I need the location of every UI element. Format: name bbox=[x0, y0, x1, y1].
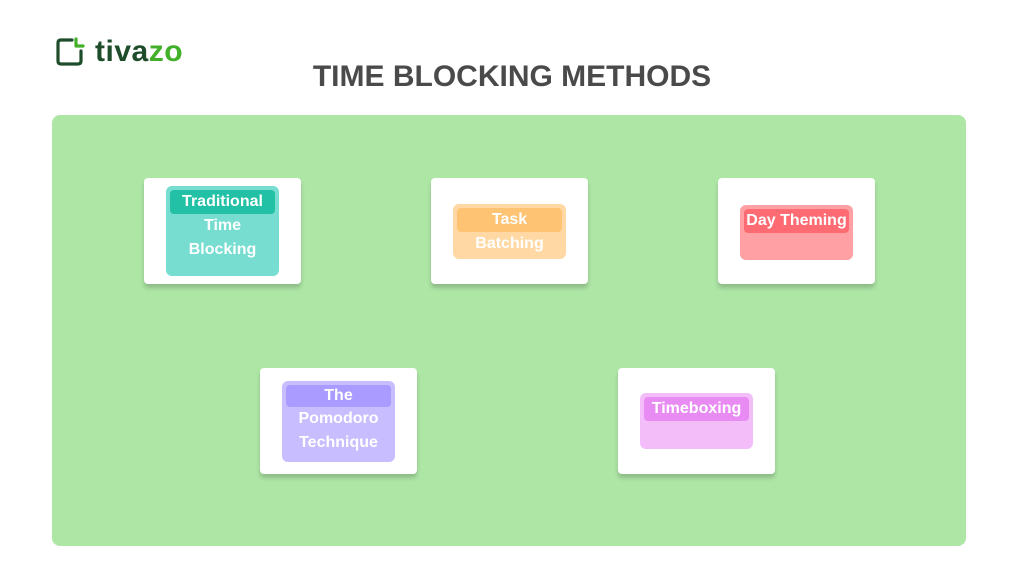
method-card-traditional-time-blocking: Traditional Time Blocking bbox=[144, 178, 301, 284]
method-chip: Task Batching bbox=[453, 204, 566, 259]
method-card-day-theming: Day Theming bbox=[718, 178, 875, 284]
logo: tivazo bbox=[55, 35, 183, 69]
method-chip: Timeboxing bbox=[640, 393, 753, 449]
method-chip: The Pomodoro Technique bbox=[282, 381, 395, 462]
method-chip: Day Theming bbox=[740, 205, 853, 260]
method-title: Day Theming bbox=[744, 209, 849, 233]
method-title: Timeboxing bbox=[644, 397, 749, 421]
method-title: Task bbox=[457, 208, 562, 232]
method-title: The bbox=[286, 385, 391, 407]
method-subtitle: Pomodoro Technique bbox=[298, 410, 379, 451]
page-title: TIME BLOCKING METHODS bbox=[312, 60, 712, 93]
method-subtitle: Batching bbox=[475, 235, 544, 252]
method-title: Traditional bbox=[170, 190, 275, 214]
method-chip: Traditional Time Blocking bbox=[166, 186, 279, 276]
method-card-timeboxing: Timeboxing bbox=[618, 368, 775, 474]
method-subtitle: Time Blocking bbox=[188, 217, 257, 258]
logo-wordmark: tivazo bbox=[95, 35, 184, 68]
method-card-pomodoro-technique: The Pomodoro Technique bbox=[260, 368, 417, 474]
document-corner-icon bbox=[55, 37, 85, 67]
method-card-task-batching: Task Batching bbox=[431, 178, 588, 284]
